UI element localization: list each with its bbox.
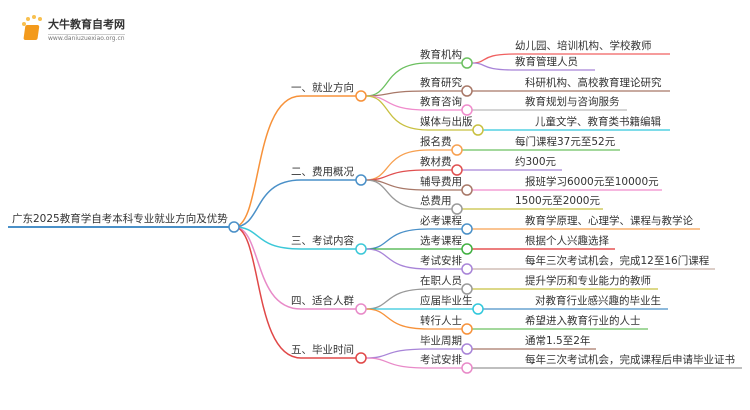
subtopic-node-circle	[461, 57, 473, 69]
subtopic: 总费用	[420, 195, 452, 207]
branch-node-circle	[355, 243, 367, 255]
subtopic-node-circle	[461, 263, 473, 275]
leaf-topic: 提升学历和专业能力的教师	[525, 275, 651, 287]
subtopic-node-circle	[472, 124, 484, 136]
subtopic: 教材费	[420, 156, 452, 168]
branch-topic: 二、费用概况	[291, 166, 354, 178]
subtopic-node-circle	[472, 303, 484, 315]
branch-connector	[233, 179, 356, 228]
subtopic-node-circle	[451, 144, 463, 156]
subtopic-connector	[365, 288, 462, 310]
subtopic: 教育咨询	[420, 96, 462, 108]
subtopic-node-circle	[461, 243, 473, 255]
subtopic-connector	[365, 248, 462, 270]
root-node-circle	[228, 221, 240, 233]
leaf-topic: 每门课程37元至52元	[515, 136, 616, 148]
subtopic-connector	[365, 179, 452, 210]
subtopic: 必考课程	[420, 215, 462, 227]
subtopic-node-circle	[461, 343, 473, 355]
subtopic-connector	[365, 95, 473, 131]
subtopic-node-circle	[461, 323, 473, 335]
leaf-topic: 希望进入教育行业的人士	[525, 315, 641, 327]
subtopic-connector	[365, 357, 462, 369]
subtopic: 应届毕业生	[420, 295, 473, 307]
logo-url: www.daniuzuexiao.org.cn	[48, 34, 125, 42]
branch-topic: 三、考试内容	[291, 235, 354, 247]
subtopic-node-circle	[461, 362, 473, 374]
subtopic-connector	[365, 228, 462, 250]
subtopic-connector	[365, 149, 452, 181]
subtopic-node-circle	[461, 223, 473, 235]
book-logo-icon	[22, 15, 42, 40]
leaf-topic: 报班学习6000元至10000元	[525, 176, 659, 188]
subtopic: 转行人士	[420, 315, 462, 327]
subtopic: 教育研究	[420, 77, 462, 89]
leaf-topic: 每年三次考试机会，完成12至16门课程	[525, 255, 710, 267]
leaf-connector	[471, 62, 595, 71]
leaf-topic: 幼儿园、培训机构、学校教师	[515, 40, 652, 52]
subtopic: 辅导费用	[420, 176, 462, 188]
leaf-topic: 儿童文学、教育类书籍编辑	[535, 116, 661, 128]
leaf-topic: 教育管理人员	[515, 56, 578, 68]
subtopic: 教育机构	[420, 49, 462, 61]
subtopic-node-circle	[461, 184, 473, 196]
leaf-topic: 每年三次考试机会，完成课程后申请毕业证书	[525, 354, 735, 366]
branch-topic: 五、毕业时间	[291, 344, 354, 356]
subtopic-connector	[365, 62, 462, 97]
leaf-topic: 约300元	[515, 156, 557, 168]
branch-node-circle	[355, 303, 367, 315]
subtopic-connector	[365, 348, 462, 359]
subtopic: 在职人员	[420, 275, 462, 287]
leaf-topic: 1500元至2000元	[515, 195, 600, 207]
branch-connector	[233, 226, 356, 250]
subtopic-node-circle	[461, 283, 473, 295]
subtopic: 考试安排	[420, 354, 462, 366]
branch-connector	[233, 226, 356, 310]
subtopic-connector	[365, 95, 462, 111]
leaf-topic: 教育规划与咨询服务	[525, 96, 620, 108]
subtopic: 报名费	[420, 136, 452, 148]
subtopic-node-circle	[451, 164, 463, 176]
logo: 大牛教育自考网 www.daniuzuexiao.org.cn	[18, 14, 125, 44]
branch-node-circle	[355, 352, 367, 364]
branch-connector	[233, 95, 356, 228]
branch-connector	[233, 226, 356, 359]
subtopic-connector	[365, 308, 462, 330]
branch-topic: 一、就业方向	[291, 82, 354, 94]
root-topic: 广东2025教育学自考本科专业就业方向及优势	[12, 213, 228, 225]
subtopic-connector	[365, 90, 462, 97]
branch-node-circle	[355, 174, 367, 186]
logo-title: 大牛教育自考网	[48, 18, 125, 31]
leaf-topic: 对教育行业感兴趣的毕业生	[535, 295, 661, 307]
subtopic: 媒体与出版	[420, 116, 473, 128]
leaf-topic: 科研机构、高校教育理论研究	[525, 77, 662, 89]
subtopic-node-circle	[451, 203, 463, 215]
subtopic: 选考课程	[420, 235, 462, 247]
leaf-topic: 根据个人兴趣选择	[525, 235, 609, 247]
subtopic-connector	[365, 169, 452, 181]
subtopic-node-circle	[461, 104, 473, 116]
leaf-topic: 教育学原理、心理学、课程与教学论	[525, 215, 693, 227]
subtopic-node-circle	[461, 85, 473, 97]
branch-node-circle	[355, 90, 367, 102]
subtopic: 考试安排	[420, 255, 462, 267]
leaf-topic: 通常1.5至2年	[525, 335, 591, 347]
branch-topic: 四、适合人群	[291, 295, 354, 307]
subtopic: 毕业周期	[420, 335, 462, 347]
